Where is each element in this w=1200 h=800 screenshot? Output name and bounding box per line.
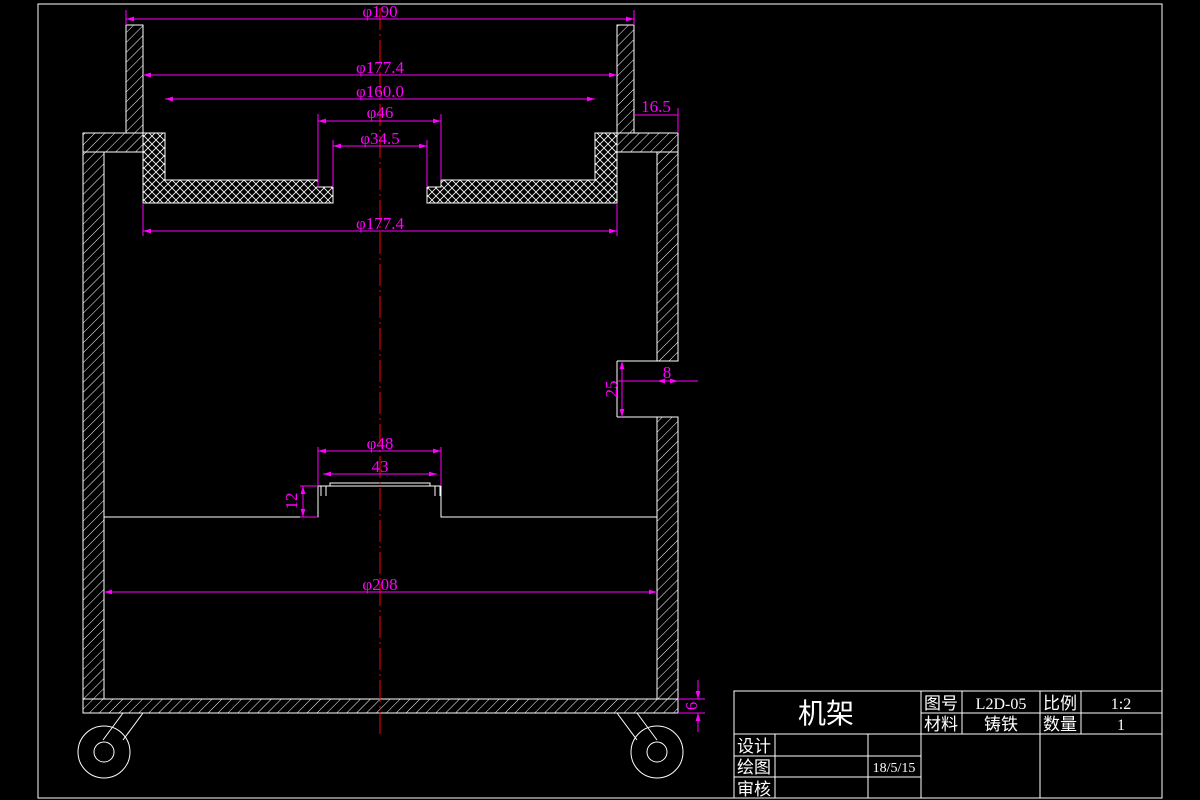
design-label: 设计 [737, 737, 771, 757]
scale-label: 比例 [1043, 694, 1077, 714]
dim-insert-bottom: φ177.4 [356, 214, 405, 233]
dim-seat: φ48 [367, 434, 394, 453]
drafting-label: 绘图 [737, 758, 771, 778]
quantity-label: 数量 [1043, 715, 1077, 735]
scale-value: 1:2 [1111, 696, 1131, 713]
dim-slot-height: 25 [602, 381, 621, 398]
material-label: 材料 [924, 715, 958, 735]
drawing-no: L2D-05 [976, 696, 1027, 713]
part-name: 机架 [798, 697, 854, 730]
insert-section [142, 132, 334, 204]
frame-walls [82, 24, 679, 714]
drawing-border [37, 3, 1163, 799]
title-block: 机架 图号 L2D-05 比例 1:2 材料 铸铁 数量 1 设计 绘图 审核 … [733, 690, 1163, 800]
dim-seat-height: 12 [282, 493, 301, 510]
dim-body: φ208 [362, 575, 397, 594]
review-label: 审核 [737, 780, 771, 800]
dim-base-thickness: 6 [682, 702, 701, 711]
quantity-value: 1 [1117, 717, 1125, 734]
dim-slot-depth: 8 [663, 363, 672, 382]
drawing-no-label: 图号 [924, 694, 958, 714]
dim-wall-step: 16.5 [641, 97, 671, 116]
dim-cup: φ160.0 [356, 82, 404, 101]
side-slot [616, 360, 678, 418]
dimension-lines [104, 10, 705, 732]
dim-inner-top: φ177.4 [356, 58, 405, 77]
dim-bore: φ34.5 [360, 129, 400, 148]
insert-section-right [426, 132, 618, 204]
dimension-labels: φ190 φ177.4 φ160.0 φ46 φ34.5 φ177.4 16.5… [282, 2, 701, 710]
dim-outer-top: φ190 [362, 2, 397, 21]
dim-seat-inner: 43 [372, 457, 389, 476]
dim-boss: φ46 [367, 103, 394, 122]
drafting-date: 18/5/15 [873, 761, 916, 776]
material-value: 铸铁 [984, 715, 1018, 735]
caster-wheels [77, 712, 684, 779]
